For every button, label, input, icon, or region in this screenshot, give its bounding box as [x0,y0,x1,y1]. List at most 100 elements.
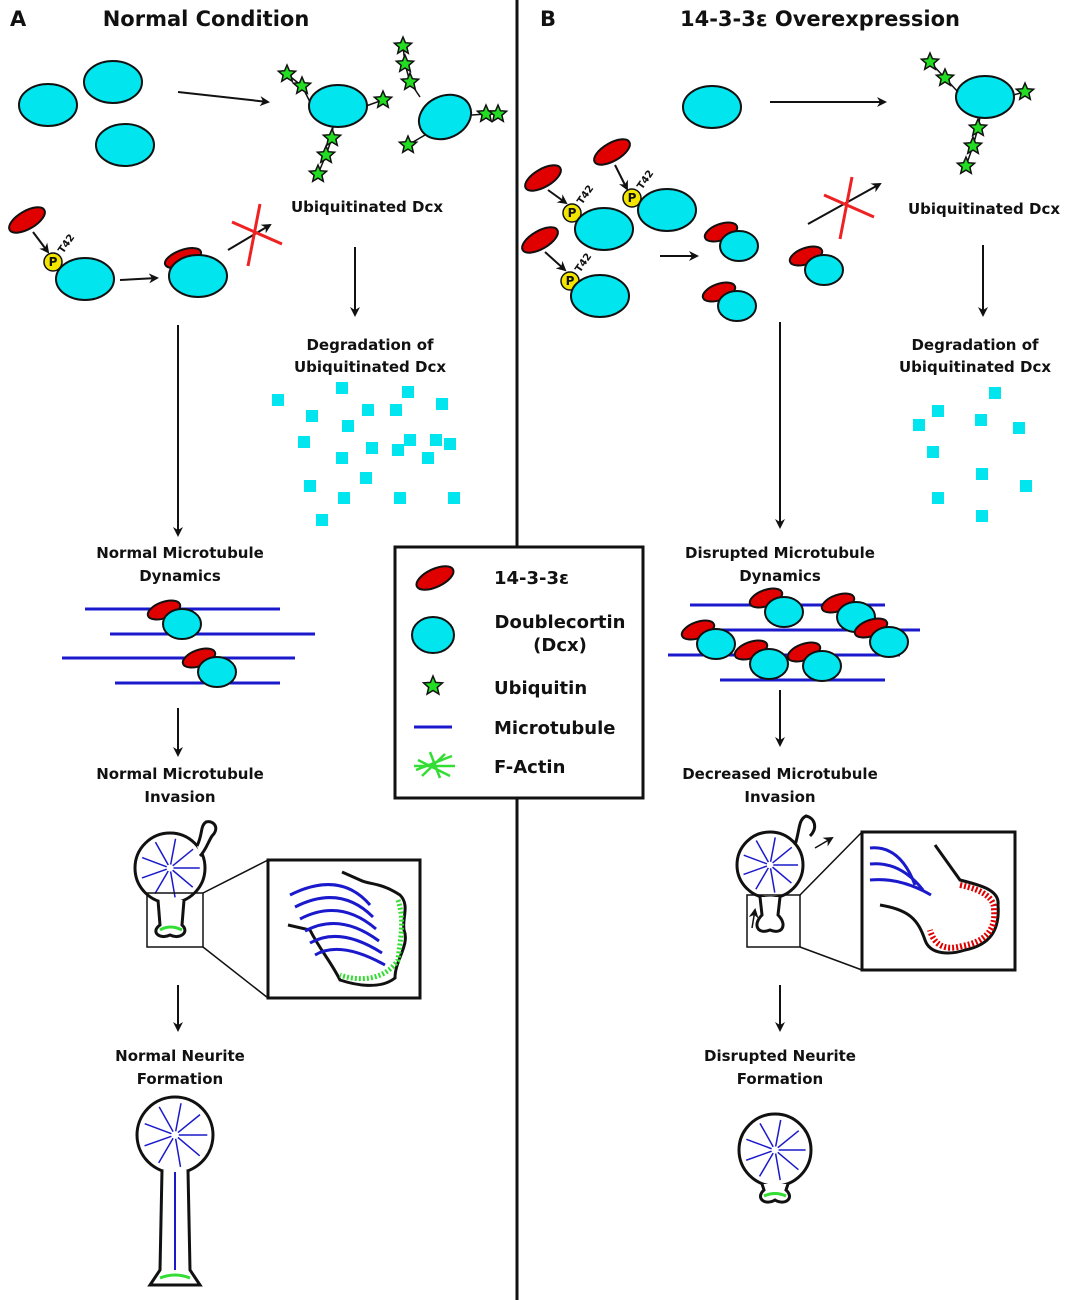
microtubule-icon [769,837,776,862]
growth-cone [793,814,817,846]
microtubule-icon [172,869,194,888]
microtubule-icon [755,867,769,890]
doublecortin-icon [869,626,909,658]
degraded-dcx-fragment [392,444,404,456]
phosphate-icon [43,252,63,272]
14-3-3-epsilon-icon [521,226,559,254]
panel-b-degradation-label-1: Degradation of [911,336,1039,354]
doublecortin-icon [574,207,634,251]
degraded-dcx-fragment [422,452,434,464]
panel-b-dynamics-label-2: Dynamics [739,567,821,585]
panel-a-invasion-label-2: Invasion [144,788,215,806]
arrow-icon [32,231,50,254]
ubiquitin-icon [1014,81,1036,101]
doublecortin-icon [197,656,237,688]
ubiquitin-icon [967,117,989,137]
microtubule-icon [177,1114,201,1134]
legend-sublabel-dcx: (Dcx) [533,635,587,656]
degraded-dcx-fragment [927,446,939,458]
ubiquitin-icon [315,144,337,164]
degraded-dcx-fragment [448,492,460,504]
doublecortin-icon [55,257,115,301]
microtubule-icon [869,878,932,897]
block-x-icon [823,193,875,219]
degraded-dcx-fragment [436,398,448,410]
neuron-neurite-b [737,1112,813,1188]
doublecortin-icon [682,85,742,129]
degraded-dcx-fragment [989,387,1001,399]
phosphate-icon [622,188,642,208]
double-arrow-icon [814,836,834,849]
degraded-dcx-fragment [316,514,328,526]
zoom-connector [202,946,269,999]
panel-a-degradation-label-1: Degradation of [306,336,434,354]
doublecortin-icon [764,596,804,628]
ubiquitin-icon [934,67,956,87]
degraded-dcx-fragment [402,386,414,398]
doublecortin-icon [804,254,844,286]
doublecortin-icon [637,188,697,232]
ubiquitin-icon [392,35,414,55]
doublecortin-icon [95,123,155,167]
t42-site-label: T42 [573,251,594,274]
microtubule-icon [743,854,768,865]
14-3-3-epsilon-icon [415,565,455,591]
phosphate-label: P [49,255,58,269]
panel-a-letter: A [10,7,27,31]
growth-cone [195,820,218,858]
panel-a-dynamics-label-1: Normal Microtubule [96,544,264,562]
microtubule-icon [772,866,792,884]
doublecortin-icon [83,60,143,104]
legend-label-14-3-3: 14-3-3ε [494,568,569,589]
panel-a-neurite-label-2: Formation [137,1070,223,1088]
phosphate-label: P [566,274,575,288]
ubiquitin-icon [307,163,329,183]
degraded-dcx-fragment [430,434,442,446]
microtubule-icon [294,896,375,919]
microtubule-icon [304,921,380,943]
doublecortin-icon [717,290,757,322]
microtubule-icon [746,1138,772,1150]
panel-a-dynamics-label-2: Dynamics [139,567,221,585]
phosphate-label: P [628,191,637,205]
microtubule-icon [774,1153,781,1181]
microtubule-icon [769,868,776,893]
microtubule-icon [772,846,793,864]
neuron-neurite-a [135,1095,215,1175]
microtubule-icon [299,909,377,931]
microtubule-icon [141,856,167,868]
degraded-dcx-fragment [298,436,310,448]
zoom-connector [202,859,269,894]
f-actin-icon [414,751,455,779]
panel-a-degradation-label-2: Ubiquitinated Dcx [294,358,446,376]
degraded-dcx-fragment [336,452,348,464]
neuron-growth-cone-a [133,831,207,905]
degraded-dcx-fragment [975,414,987,426]
degraded-dcx-fragment [932,492,944,504]
degraded-dcx-fragment [306,410,318,422]
doublecortin-icon [417,93,473,141]
arrow-icon [227,223,272,251]
panel-b-invasion-label-2: Invasion [744,788,815,806]
doublecortin-icon [411,616,455,654]
doublecortin-icon [955,75,1015,119]
panel-b-title: 14-3-3ε Overexpression [680,7,960,31]
microtubule-icon [172,848,194,867]
microtubule-icon [777,1130,800,1149]
doublecortin-icon [749,648,789,680]
panel-b-invasion-label-1: Decreased Microtubule [682,765,878,783]
t42-site-label: T42 [575,183,596,206]
microtubule-icon [154,841,169,866]
doublecortin-icon [308,84,368,128]
14-3-3-epsilon-icon [8,206,46,234]
ubiquitin-icon [955,155,977,175]
14-3-3-epsilon-icon [524,164,562,192]
ubiquitin-icon [919,51,941,71]
f-actin-icon [159,1273,191,1280]
microtubule-icon [755,840,770,863]
microtubule-icon [759,1122,774,1148]
t42-site-label: T42 [56,232,77,255]
f-actin-icon [159,925,183,932]
